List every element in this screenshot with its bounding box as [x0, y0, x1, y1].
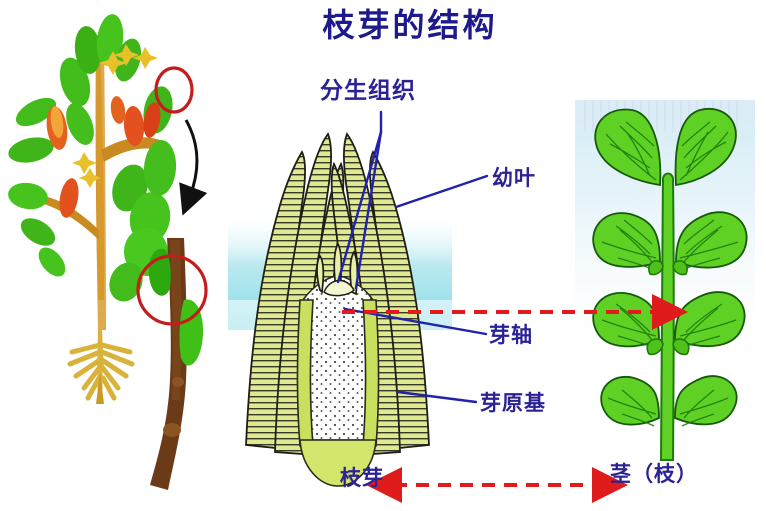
bud-section-illustration: [228, 132, 452, 487]
pointer-meristem-branch-b: [354, 130, 383, 290]
label-meristem: 分生组织: [320, 78, 416, 104]
page-title: 枝芽的结构: [322, 6, 498, 44]
root-system: [67, 330, 135, 404]
label-bud-primordium: 芽原基: [480, 391, 546, 415]
plant-fruits: [46, 96, 161, 218]
pointer-bud-primordium: [396, 390, 478, 404]
label-stem-branch: 茎（枝）: [610, 462, 698, 486]
red-dashed-arrows: [342, 294, 688, 503]
down-arrow: [179, 119, 208, 216]
label-bud-axis: 芽轴: [489, 323, 533, 347]
label-young-leaf: 幼叶: [492, 166, 536, 190]
woody-branch: [148, 238, 204, 490]
pointer-young-leaf: [394, 174, 489, 209]
plant-leaves: [8, 14, 177, 302]
label-branch-bud: 枝芽: [340, 466, 384, 490]
right-shoot-illustration: [575, 100, 755, 461]
left-plant-illustration: [8, 14, 208, 490]
plant-flowers: [72, 44, 158, 188]
pointer-meristem-branch-a: [336, 130, 383, 284]
highlight-circle-lower: [136, 254, 208, 326]
highlight-circle-upper: [154, 66, 194, 114]
